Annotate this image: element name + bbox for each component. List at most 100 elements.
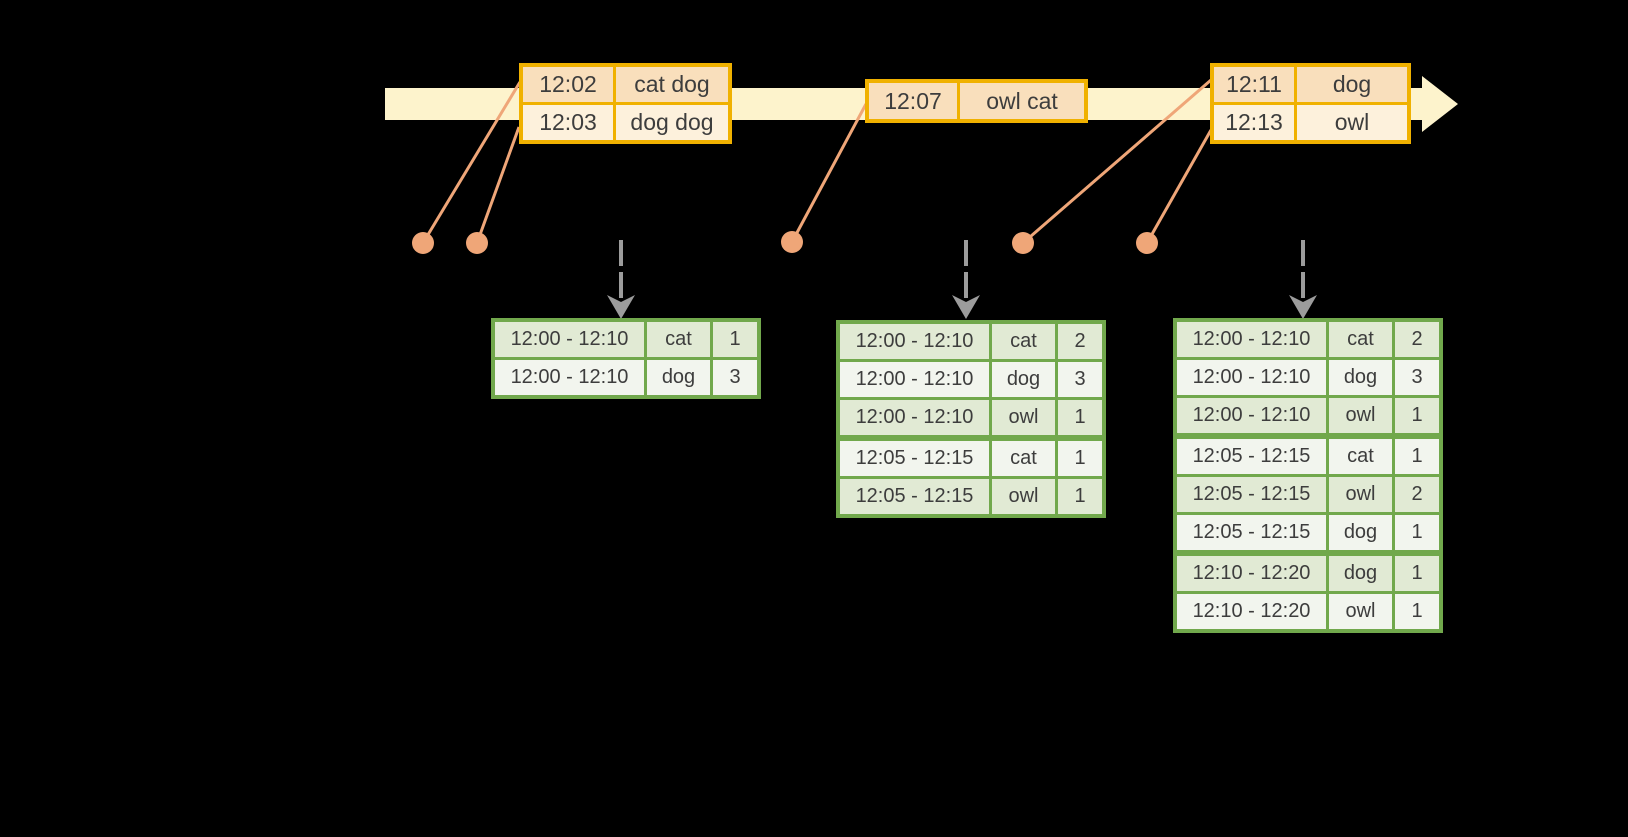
count-cell: 1 [1392, 395, 1443, 438]
word-cell: owl [1326, 474, 1395, 515]
trigger-arrowhead-icon [1289, 295, 1317, 319]
window-cell: 12:00 - 12:10 [836, 397, 992, 440]
count-cell: 2 [1055, 320, 1106, 362]
window-cell: 12:00 - 12:10 [1173, 395, 1329, 438]
count-cell: 1 [1392, 550, 1443, 594]
words-cell: cat dog [613, 63, 732, 105]
count-cell: 1 [1055, 435, 1106, 479]
event-connector-line [1145, 129, 1213, 244]
count-cell: 1 [1392, 512, 1443, 555]
word-cell: cat [1326, 318, 1395, 360]
word-cell: cat [989, 435, 1058, 479]
trigger-arrow [1289, 240, 1317, 319]
count-cell: 1 [1055, 476, 1106, 518]
word-cell: dog [989, 359, 1058, 400]
event-marker-dot [781, 231, 803, 253]
window-cell: 12:10 - 12:20 [1173, 591, 1329, 633]
window-cell: 12:05 - 12:15 [1173, 433, 1329, 477]
count-cell: 3 [710, 357, 761, 399]
count-cell: 3 [1055, 359, 1106, 400]
word-cell: dog [644, 357, 713, 399]
words-cell: owl [1294, 102, 1411, 144]
window-cell: 12:00 - 12:10 [1173, 357, 1329, 398]
time-cell: 12:13 [1210, 102, 1297, 144]
word-cell: dog [1326, 550, 1395, 594]
trigger-arrowhead-icon [607, 295, 635, 319]
event-connector-line [1022, 78, 1212, 245]
word-cell: cat [644, 318, 713, 360]
event-marker-dot [1136, 232, 1158, 254]
window-cell: 12:05 - 12:15 [836, 476, 992, 518]
trigger-arrowhead-icon [952, 295, 980, 319]
word-cell: owl [989, 476, 1058, 518]
trigger-arrows [607, 240, 1317, 319]
count-cell: 1 [1392, 591, 1443, 633]
word-cell: dog [1326, 357, 1395, 398]
event-markers [412, 231, 1158, 254]
window-cell: 12:10 - 12:20 [1173, 550, 1329, 594]
trigger-arrow [952, 240, 980, 319]
word-cell: owl [1326, 395, 1395, 438]
window-cell: 12:00 - 12:10 [836, 359, 992, 400]
time-cell: 12:03 [519, 102, 616, 144]
window-cell: 12:05 - 12:15 [836, 435, 992, 479]
word-cell: cat [989, 320, 1058, 362]
words-cell: dog dog [613, 102, 732, 144]
count-cell: 3 [1392, 357, 1443, 398]
count-cell: 2 [1392, 318, 1443, 360]
words-cell: dog [1294, 63, 1411, 105]
event-marker-dot [466, 232, 488, 254]
word-cell: dog [1326, 512, 1395, 555]
event-marker-dot [1012, 232, 1034, 254]
word-cell: owl [989, 397, 1058, 440]
count-cell: 1 [1055, 397, 1106, 440]
time-cell: 12:11 [1210, 63, 1297, 105]
word-cell: owl [1326, 591, 1395, 633]
words-cell: owl cat [957, 79, 1088, 123]
time-cell: 12:02 [519, 63, 616, 105]
count-cell: 2 [1392, 474, 1443, 515]
event-connector-line [790, 103, 868, 243]
event-connector-line [421, 81, 522, 244]
window-cell: 12:00 - 12:10 [1173, 318, 1329, 360]
word-cell: cat [1326, 433, 1395, 477]
trigger-arrow [607, 240, 635, 319]
window-cell: 12:05 - 12:15 [1173, 512, 1329, 555]
event-connector-lines [421, 78, 1213, 245]
window-cell: 12:00 - 12:10 [836, 320, 992, 362]
event-marker-dot [412, 232, 434, 254]
window-cell: 12:00 - 12:10 [491, 318, 647, 360]
window-cell: 12:05 - 12:15 [1173, 474, 1329, 515]
count-cell: 1 [1392, 433, 1443, 477]
